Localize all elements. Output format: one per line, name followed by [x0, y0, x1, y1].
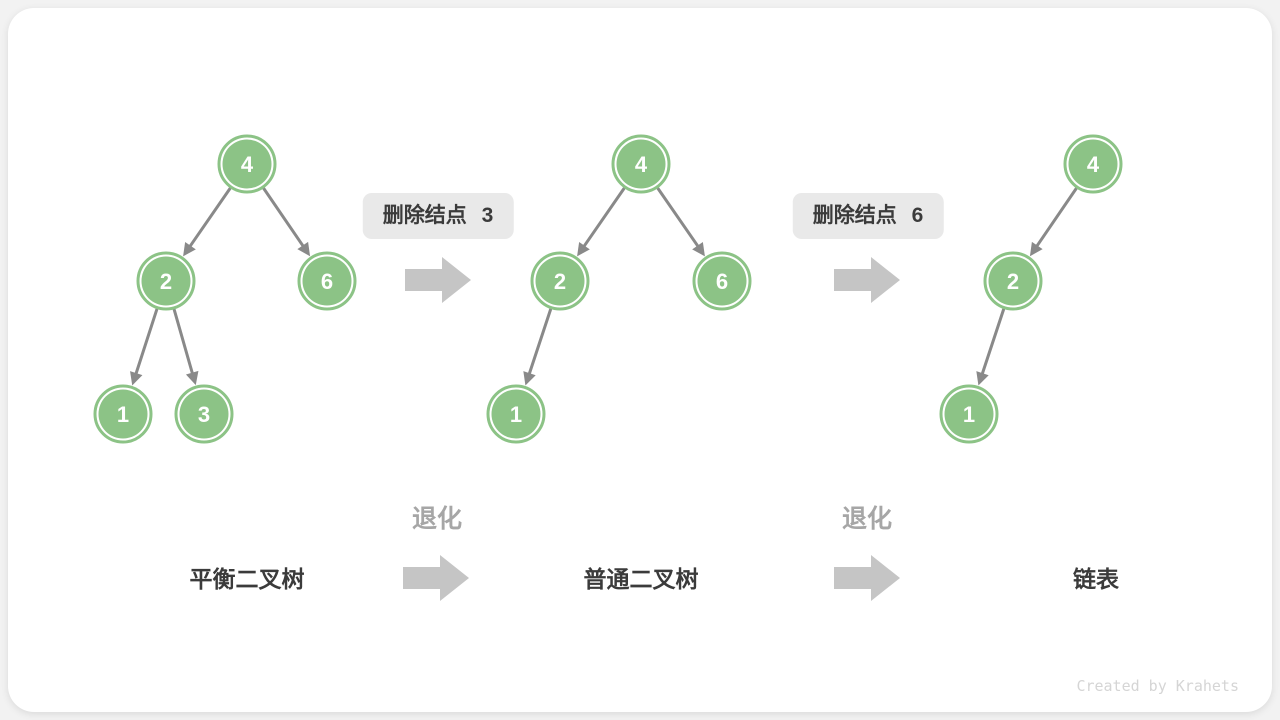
tree-edge: [172, 308, 195, 379]
tree-node-value: 2: [1007, 269, 1019, 294]
edge-arrowhead-icon: [523, 371, 536, 386]
tree-node: [1068, 139, 1118, 189]
tree-edge: [526, 307, 553, 379]
edge-arrowhead-icon: [1029, 241, 1043, 257]
tree-node-value: 4: [635, 152, 648, 177]
delete-node-3-label: 删除结点 3: [362, 193, 514, 239]
edge-arrowhead-icon: [183, 241, 196, 257]
tree-node: [535, 256, 585, 306]
tree-node: [491, 389, 541, 439]
tree-node-value: 1: [963, 402, 975, 427]
tree-edge: [186, 187, 232, 251]
tree-node: [697, 256, 747, 306]
tree-node: [988, 256, 1038, 306]
canvas-card: [8, 8, 1272, 712]
tree-edge: [133, 308, 159, 379]
tree-linked-list: 4 2 1: [939, 134, 1123, 444]
degrade-label-2: 退化: [841, 505, 893, 533]
edge-arrowhead-icon: [577, 241, 590, 257]
linked-list-label: 链表: [1073, 566, 1119, 592]
tree-edge: [979, 307, 1006, 379]
edge-arrowhead-icon: [130, 371, 143, 386]
block-arrow-right-icon: [834, 555, 900, 601]
tree-node-value: 1: [510, 402, 522, 427]
tree-edge: [262, 187, 307, 251]
balanced-binary-tree-label: 平衡二叉树: [189, 566, 305, 592]
tree-edge: [580, 187, 626, 251]
block-arrow-right-icon: [405, 257, 471, 303]
tree-node-value: 2: [554, 269, 566, 294]
tree-node: [98, 389, 148, 439]
tree-edge: [656, 187, 702, 251]
tree-ordinary-binary-tree: 4 2 6 1: [486, 134, 752, 444]
tree-node-value: 3: [198, 402, 210, 427]
edge-arrowhead-icon: [976, 371, 989, 386]
tree-node-value: 4: [241, 152, 254, 177]
tree-node: [179, 389, 229, 439]
block-arrow-right-icon: [403, 555, 469, 601]
tree-node: [302, 256, 352, 306]
edge-arrowhead-icon: [297, 241, 311, 257]
tree-node-value: 1: [117, 402, 129, 427]
block-arrow-right-icon: [834, 257, 900, 303]
tree-node-value: 2: [160, 269, 172, 294]
tree-node-value: 6: [321, 269, 333, 294]
tree-node: [944, 389, 994, 439]
watermark-credit: Created by Krahets: [1076, 677, 1239, 695]
delete-node-6-label: 删除结点 6: [792, 193, 944, 239]
tree-node-value: 4: [1087, 152, 1100, 177]
degrade-label-1: 退化: [411, 505, 463, 533]
ordinary-binary-tree-label: 普通二叉树: [583, 566, 699, 592]
tree-node: [222, 139, 272, 189]
edge-arrowhead-icon: [692, 241, 705, 257]
tree-balanced-binary-tree: 4 2 6 1 3: [93, 134, 357, 444]
tree-edge: [1033, 187, 1078, 251]
edge-arrowhead-icon: [185, 370, 199, 386]
tree-node: [141, 256, 191, 306]
tree-node: [616, 139, 666, 189]
tree-node-value: 6: [716, 269, 728, 294]
